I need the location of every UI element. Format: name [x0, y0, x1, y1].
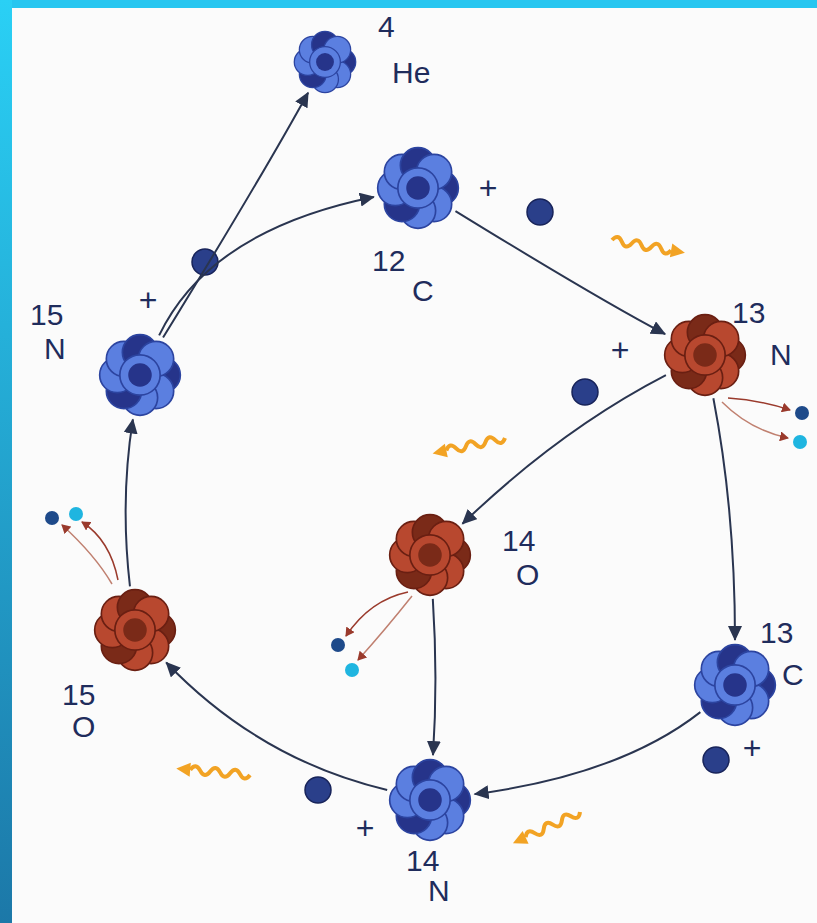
nucleus: 12C — [376, 146, 460, 230]
plus-sign: + — [741, 732, 764, 764]
mass-number: 4 — [378, 12, 395, 42]
reaction-arrow — [455, 211, 665, 334]
nucleus-shape — [376, 146, 460, 230]
reaction-arrow — [433, 599, 436, 755]
element-symbol: O — [72, 712, 95, 742]
nucleus: 15O — [93, 588, 177, 672]
nucleus-shape — [293, 30, 357, 94]
nucleus: 13N — [663, 313, 747, 397]
reaction-arrow — [163, 93, 308, 338]
nucleus-shape — [93, 588, 177, 672]
element-symbol: He — [392, 58, 430, 88]
nucleus-shape — [388, 758, 472, 842]
nucleus: 14O — [388, 513, 472, 597]
plus-sign: + — [477, 172, 500, 204]
mass-number: 14 — [502, 526, 535, 556]
decay-products — [45, 398, 809, 677]
plus-sign: + — [609, 334, 632, 366]
reaction-arrow — [462, 375, 665, 524]
frame-band — [0, 0, 817, 8]
reaction-arrow — [159, 197, 374, 335]
nucleus: 4He — [293, 30, 357, 94]
reaction-arrow — [475, 712, 701, 794]
frame-band — [0, 0, 12, 923]
reaction-arrow — [166, 662, 387, 789]
element-symbol: N — [428, 876, 450, 906]
nucleus: 13C — [693, 643, 777, 727]
nucleus-shape — [693, 643, 777, 727]
nucleus: 14N — [388, 758, 472, 842]
gamma-ray — [176, 233, 686, 850]
mass-number: 13 — [732, 298, 765, 328]
plus-sign: + — [354, 812, 377, 844]
element-symbol: C — [782, 660, 804, 690]
mass-number: 15 — [30, 300, 63, 330]
element-symbol: C — [412, 276, 434, 306]
proton — [192, 199, 729, 803]
mass-number: 12 — [372, 246, 405, 276]
mass-number: 13 — [760, 618, 793, 648]
reaction-arrow — [713, 398, 735, 640]
plus-sign: + — [137, 284, 160, 316]
reaction-arrow — [126, 419, 133, 586]
nucleus-shape — [98, 333, 182, 417]
nucleus: 15N — [98, 333, 182, 417]
mass-number: 14 — [406, 846, 439, 876]
nucleus-shape — [388, 513, 472, 597]
element-symbol: O — [516, 560, 539, 590]
mass-number: 15 — [62, 680, 95, 710]
element-symbol: N — [770, 340, 792, 370]
element-symbol: N — [44, 334, 66, 364]
